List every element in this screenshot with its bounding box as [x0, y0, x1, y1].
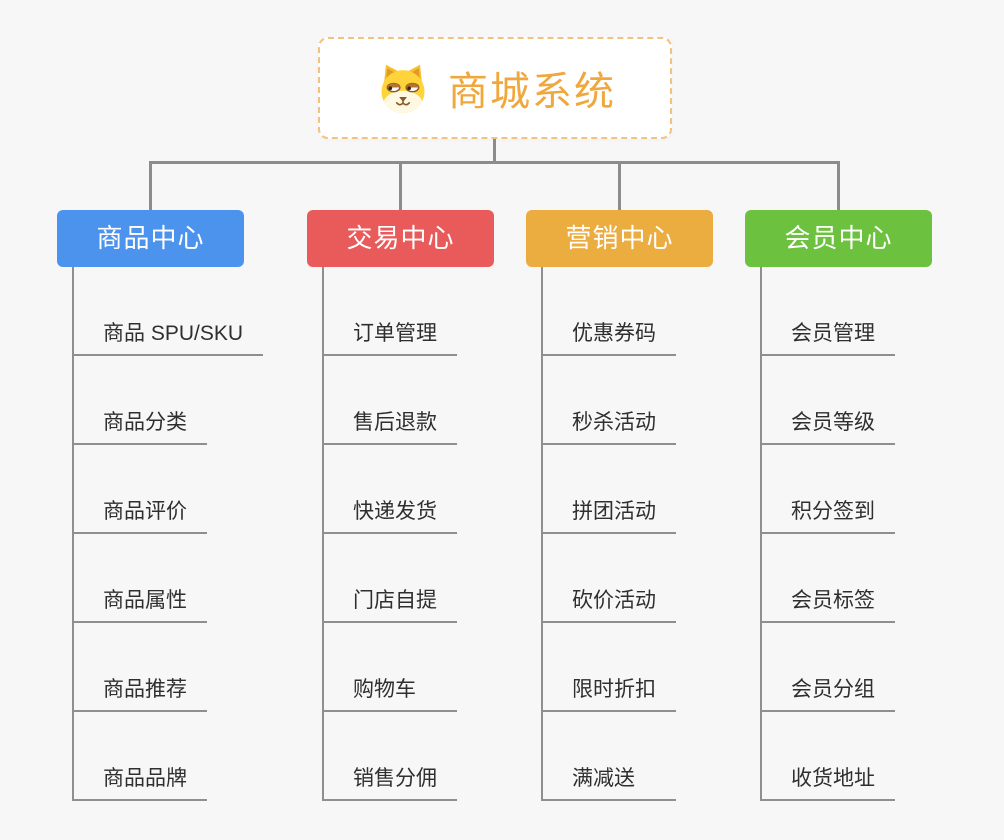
- connector-branch-drop: [837, 164, 840, 210]
- branch-marketing-center: 营销中心 优惠券码秒杀活动拼团活动砍价活动限时折扣满减送: [526, 164, 713, 801]
- node-member-center-item[interactable]: 积分签到: [762, 445, 895, 534]
- node-marketing-center-item[interactable]: 满减送: [543, 712, 676, 801]
- node-marketing-center-item[interactable]: 砍价活动: [543, 534, 676, 623]
- node-marketing-center-item[interactable]: 优惠券码: [543, 267, 676, 356]
- node-trade-center-item[interactable]: 订单管理: [324, 267, 457, 356]
- node-marketing-center-item[interactable]: 秒杀活动: [543, 356, 676, 445]
- node-member-center-item[interactable]: 会员等级: [762, 356, 895, 445]
- connector-branch-drop: [399, 164, 402, 210]
- node-member-center-item[interactable]: 会员分组: [762, 623, 895, 712]
- connector-horizontal-bar: [149, 161, 840, 164]
- branch-item-list-marketing-center: 优惠券码秒杀活动拼团活动砍价活动限时折扣满减送: [541, 267, 713, 801]
- node-marketing-center-item[interactable]: 限时折扣: [543, 623, 676, 712]
- branch-item-list-trade-center: 订单管理售后退款快递发货门店自提购物车销售分佣: [322, 267, 494, 801]
- node-marketing-center-item[interactable]: 拼团活动: [543, 445, 676, 534]
- node-product-center-item[interactable]: 商品 SPU/SKU: [74, 267, 264, 356]
- dog-icon: [374, 62, 432, 114]
- branch-header-trade-center[interactable]: 交易中心: [307, 210, 494, 267]
- node-member-center-item[interactable]: 收货地址: [762, 712, 895, 801]
- root-node[interactable]: 商城系统: [318, 37, 672, 139]
- node-product-center-item[interactable]: 商品属性: [74, 534, 207, 623]
- node-trade-center-item[interactable]: 销售分佣: [324, 712, 457, 801]
- node-product-center-item[interactable]: 商品评价: [74, 445, 207, 534]
- node-product-center-item[interactable]: 商品推荐: [74, 623, 207, 712]
- node-product-center-item[interactable]: 商品分类: [74, 356, 207, 445]
- node-trade-center-item[interactable]: 购物车: [324, 623, 457, 712]
- node-member-center-item[interactable]: 会员标签: [762, 534, 895, 623]
- connector-branch-drop: [618, 164, 621, 210]
- root-title: 商城系统: [448, 70, 616, 114]
- connector-branch-drop: [149, 164, 152, 210]
- node-trade-center-item[interactable]: 售后退款: [324, 356, 457, 445]
- branch-item-list-member-center: 会员管理会员等级积分签到会员标签会员分组收货地址: [760, 267, 932, 801]
- node-trade-center-item[interactable]: 快递发货: [324, 445, 457, 534]
- node-member-center-item[interactable]: 会员管理: [762, 267, 895, 356]
- branch-trade-center: 交易中心 订单管理售后退款快递发货门店自提购物车销售分佣: [307, 164, 494, 801]
- branch-header-product-center[interactable]: 商品中心: [57, 210, 244, 267]
- node-trade-center-item[interactable]: 门店自提: [324, 534, 457, 623]
- node-product-center-item[interactable]: 商品品牌: [74, 712, 207, 801]
- branch-header-member-center[interactable]: 会员中心: [745, 210, 932, 267]
- connector-root-stem: [493, 139, 496, 162]
- branch-member-center: 会员中心 会员管理会员等级积分签到会员标签会员分组收货地址: [745, 164, 932, 801]
- branch-header-marketing-center[interactable]: 营销中心: [526, 210, 713, 267]
